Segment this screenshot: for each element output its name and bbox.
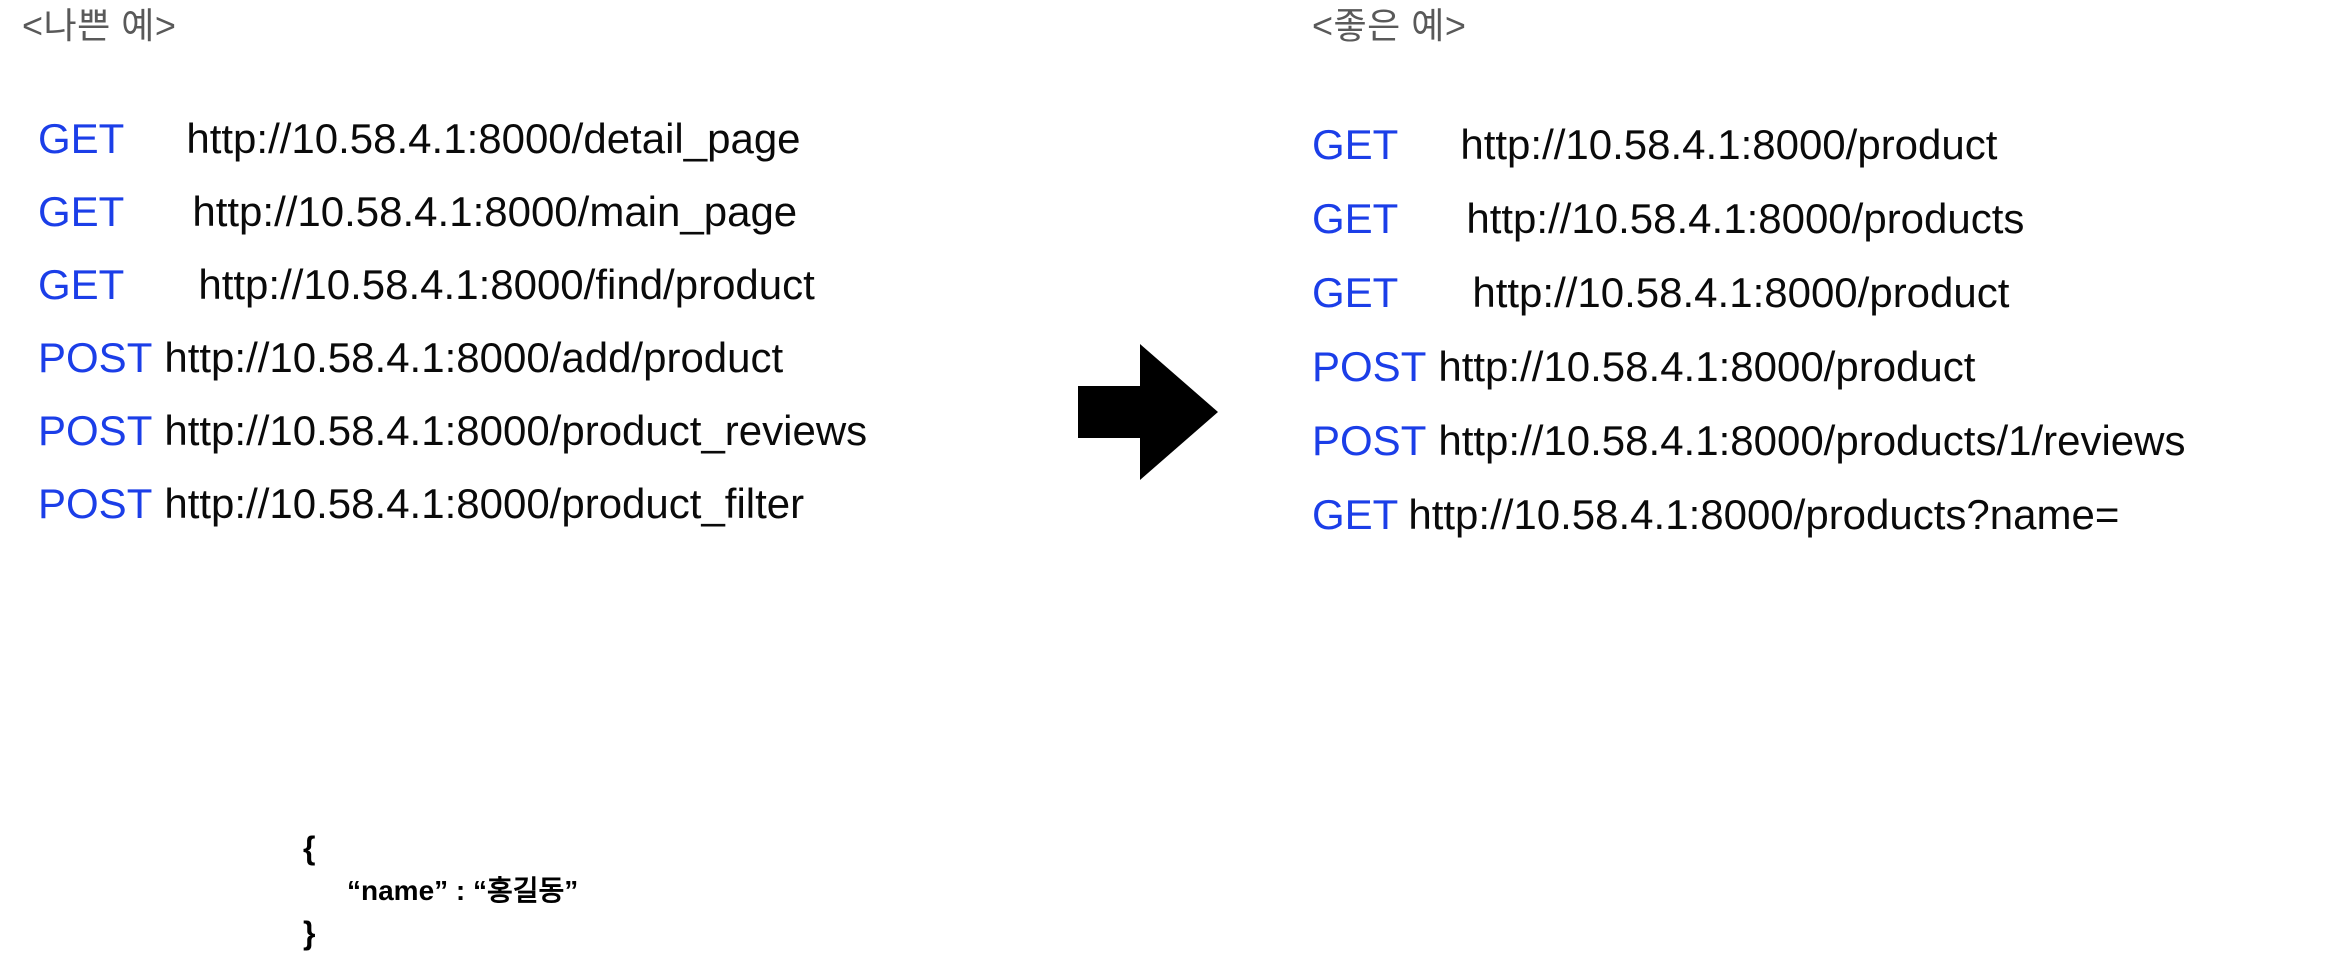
endpoint-row: GET http://10.58.4.1:8000/find/product [38, 264, 815, 306]
endpoint-url: http://10.58.4.1:8000/product [1472, 269, 2010, 316]
endpoint-row: GET http://10.58.4.1:8000/products?name= [1312, 494, 2119, 536]
endpoint-url: http://10.58.4.1:8000/products/1/reviews [1438, 417, 2186, 464]
json-payload-block: { “name” : “홍길동” } [303, 826, 578, 957]
endpoint-row: POST http://10.58.4.1:8000/add/product [38, 337, 783, 379]
endpoint-url: http://10.58.4.1:8000/find/product [198, 261, 815, 308]
endpoint-url: http://10.58.4.1:8000/product_filter [164, 480, 805, 527]
endpoint-row: GET http://10.58.4.1:8000/product [1312, 124, 1997, 166]
endpoint-row: GET http://10.58.4.1:8000/product [1312, 272, 2009, 314]
http-method-label: POST [38, 480, 153, 527]
endpoint-row: POST http://10.58.4.1:8000/product [1312, 346, 1975, 388]
endpoint-url: http://10.58.4.1:8000/product_reviews [164, 407, 868, 454]
http-method-label: POST [38, 334, 153, 381]
http-method-label: POST [38, 407, 153, 454]
endpoint-url: http://10.58.4.1:8000/detail_page [186, 115, 801, 162]
json-open-brace: { [303, 830, 316, 866]
http-method-label: GET [1312, 121, 1399, 168]
endpoint-row: GET http://10.58.4.1:8000/detail_page [38, 118, 801, 160]
endpoint-url: http://10.58.4.1:8000/add/product [164, 334, 784, 381]
bad-example-header: <나쁜 예> [22, 5, 177, 46]
json-key-value: “name” : “홍길동” [347, 875, 579, 907]
http-method-label: POST [1312, 417, 1427, 464]
endpoint-row: GET http://10.58.4.1:8000/main_page [38, 191, 797, 233]
endpoint-url: http://10.58.4.1:8000/product [1460, 121, 1998, 168]
endpoint-url: http://10.58.4.1:8000/products [1466, 195, 2025, 242]
http-method-label: GET [38, 188, 125, 235]
http-method-label: GET [1312, 195, 1399, 242]
http-method-label: POST [1312, 343, 1427, 390]
http-method-label: GET [1312, 269, 1399, 316]
endpoint-row: POST http://10.58.4.1:8000/product_filte… [38, 483, 804, 525]
endpoint-row: POST http://10.58.4.1:8000/products/1/re… [1312, 420, 2186, 462]
good-example-header: <좋은 예> [1312, 5, 1467, 46]
arrow-right-block-icon [1078, 344, 1218, 480]
endpoint-row: POST http://10.58.4.1:8000/product_revie… [38, 410, 867, 452]
endpoint-row: GET http://10.58.4.1:8000/products [1312, 198, 2024, 240]
json-close-brace: } [303, 915, 316, 952]
http-method-label: GET [1312, 491, 1399, 538]
endpoint-url: http://10.58.4.1:8000/product [1438, 343, 1976, 390]
endpoint-url: http://10.58.4.1:8000/products?name= [1408, 491, 2120, 538]
http-method-label: GET [38, 261, 125, 308]
http-method-label: GET [38, 115, 125, 162]
endpoint-url: http://10.58.4.1:8000/main_page [192, 188, 798, 235]
